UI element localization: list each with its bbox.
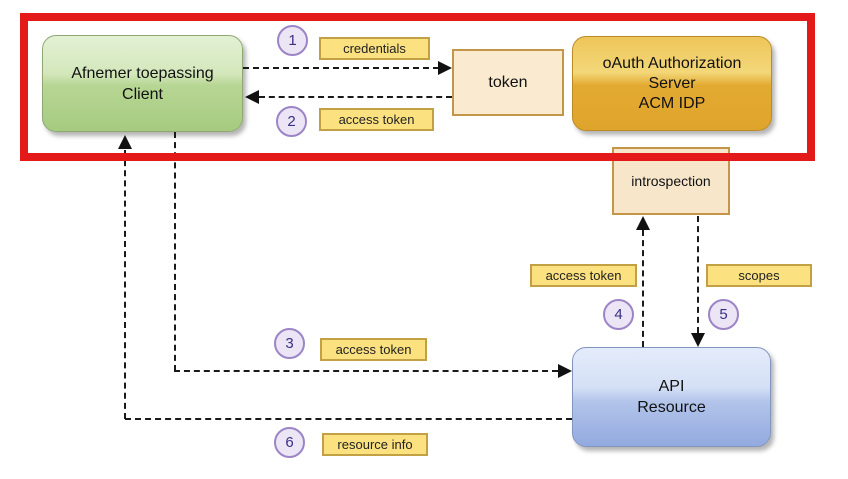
oauth-label-line1: oAuth Authorization: [602, 54, 742, 72]
arrow-3-line-horizontal: [174, 370, 558, 372]
token-label: token: [488, 73, 528, 91]
arrow-2-line: [259, 96, 452, 98]
arrow-3-line-vertical: [174, 132, 176, 371]
oauth-label-line2: Server: [648, 74, 696, 92]
access-token-tag-3: access token: [320, 338, 427, 361]
arrow-6-line-horizontal: [125, 418, 572, 420]
introspection-label: introspection: [631, 173, 711, 189]
step-4-circle: 4: [603, 299, 634, 330]
step-5-circle: 5: [708, 299, 739, 330]
arrow-5-line: [697, 216, 699, 333]
arrow-5-head-down-icon: [691, 333, 705, 347]
step-3-circle: 3: [274, 328, 305, 359]
step-4-number: 4: [614, 306, 623, 323]
oauth-server-node: oAuth Authorization Server ACM IDP: [572, 36, 772, 131]
step-2-circle: 2: [276, 106, 307, 137]
step-1-number: 1: [288, 32, 297, 49]
arrow-1-head-right-icon: [438, 61, 452, 75]
step-1-circle: 1: [277, 25, 308, 56]
credentials-tag: credentials: [319, 37, 430, 60]
access-token-tag-2: access token: [319, 108, 434, 131]
arrow-6-line-vertical: [124, 150, 126, 419]
arrow-4-head-up-icon: [636, 216, 650, 230]
arrow-1-line: [243, 67, 439, 69]
arrow-6-head-up-icon: [118, 135, 132, 149]
scopes-tag: scopes: [706, 264, 812, 287]
api-label-line2: Resource: [637, 399, 706, 416]
token-node: token: [452, 49, 564, 116]
arrow-4-line: [642, 230, 644, 347]
arrow-3-head-right-icon: [558, 364, 572, 378]
step-2-number: 2: [287, 113, 296, 130]
arrow-2-head-left-icon: [245, 90, 259, 104]
resource-info-tag: resource info: [322, 433, 428, 456]
client-node: Afnemer toepassing Client: [42, 35, 243, 132]
oauth-label-line3: ACM IDP: [638, 94, 706, 112]
step-6-number: 6: [285, 434, 294, 451]
step-6-circle: 6: [274, 427, 305, 458]
step-3-number: 3: [285, 335, 294, 352]
client-label-line2: Client: [122, 85, 163, 103]
api-resource-node: API Resource: [572, 347, 771, 447]
access-token-tag-4: access token: [530, 264, 637, 287]
introspection-node: introspection: [612, 147, 730, 215]
api-label-line1: API: [658, 378, 685, 395]
step-5-number: 5: [719, 306, 728, 323]
client-label-line1: Afnemer toepassing: [71, 64, 214, 82]
